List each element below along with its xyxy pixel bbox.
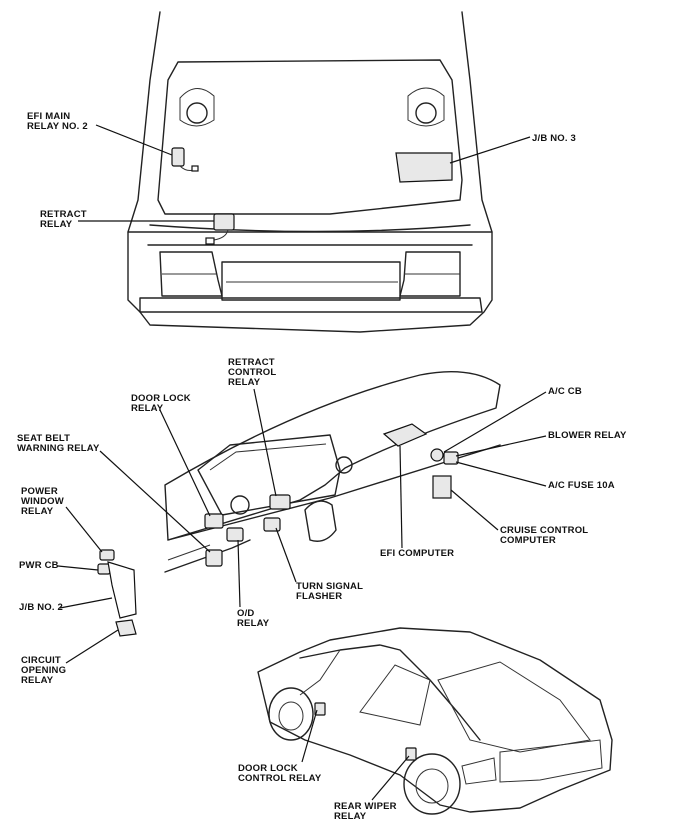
turn-signal-flasher-label: TURN SIGNAL FLASHER (296, 581, 364, 602)
seat-belt-warning-relay-label: SEAT BELT WARNING RELAY (17, 433, 100, 454)
retract-relay-label: RETRACT RELAY (40, 209, 87, 230)
efi-main-relay-label: EFI MAIN RELAY NO. 2 (27, 111, 88, 132)
car-rear-view (257, 627, 613, 815)
jb-no2-label: J/B NO. 2 (19, 602, 64, 613)
door-lock-relay-label: DOOR LOCK RELAY (131, 393, 191, 414)
pwr-cb-label: PWR CB (19, 560, 59, 571)
ac-cb-label: A/C CB (548, 386, 582, 397)
cruise-control-computer-label: CRUISE CONTROL COMPUTER (500, 525, 589, 546)
ac-fuse-label: A/C FUSE 10A (548, 480, 615, 491)
door-lock-control-relay-label: DOOR LOCK CONTROL RELAY (238, 763, 322, 784)
circuit-opening-relay-label: CIRCUIT OPENING RELAY (21, 655, 67, 686)
instrument-panel-view (97, 371, 501, 637)
efi-computer-label: EFI COMPUTER (380, 548, 455, 559)
retract-control-relay-label: RETRACT CONTROL RELAY (228, 357, 277, 388)
blower-relay-label: BLOWER RELAY (548, 430, 627, 441)
od-relay-label: O/D RELAY (237, 608, 270, 629)
engine-compartment-view (127, 11, 493, 333)
leader-lines (57, 124, 547, 801)
power-window-relay-label: POWER WINDOW RELAY (21, 486, 64, 517)
jb-no3-label: J/B NO. 3 (532, 133, 577, 144)
rear-wiper-relay-label: REAR WIPER RELAY (334, 801, 397, 822)
